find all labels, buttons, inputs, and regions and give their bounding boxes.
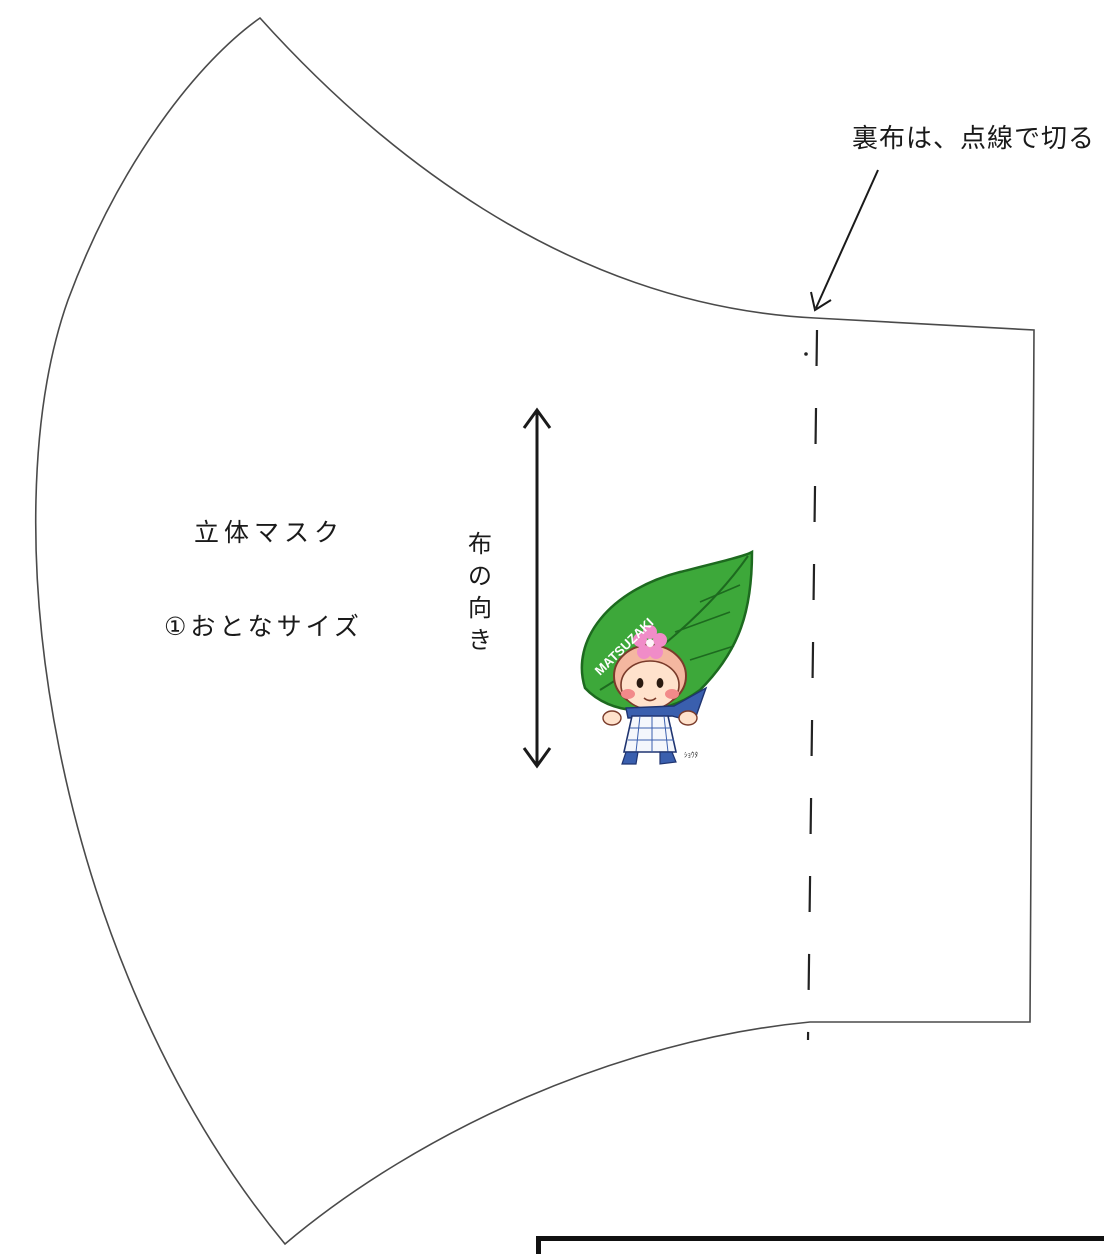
size-label: ①おとなサイズ <box>164 612 363 641</box>
mascot-cheek <box>621 689 635 699</box>
grain-direction-label: 布の向き <box>468 530 492 654</box>
grain-direction-arrow <box>522 407 552 769</box>
lining-cut-note: 裏布は、点線で切る <box>852 124 1096 154</box>
dashed-cut-line <box>806 329 819 1041</box>
mascot-mark-text: ｼｮｳﾀ <box>684 751 698 759</box>
mascot-face <box>620 660 680 710</box>
pattern-title: 立体マスク <box>194 518 345 547</box>
mascot-body <box>623 715 677 753</box>
dashed-line-dot <box>804 352 808 356</box>
mascot-flower <box>633 625 667 659</box>
mascot-logo: MATSUZAKI ｼｮｳﾀ <box>580 549 754 765</box>
mask-pattern-outline <box>34 16 1035 1246</box>
footer-frame <box>536 1236 1104 1254</box>
pointer-arrow <box>810 169 879 312</box>
